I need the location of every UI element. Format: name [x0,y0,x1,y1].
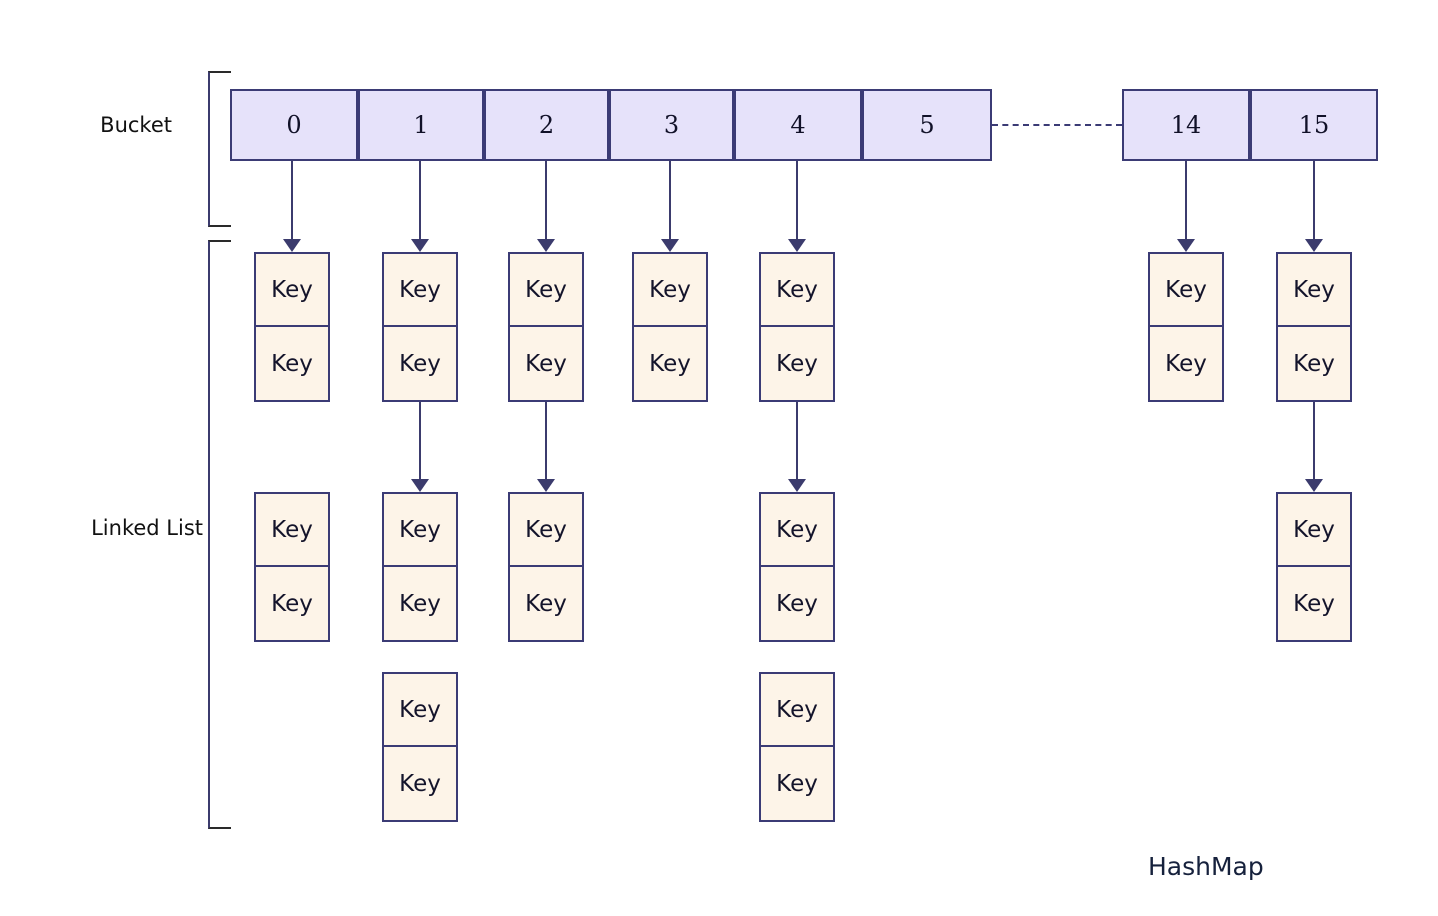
bucket-cell-1[interactable]: 1 [358,89,484,161]
bucket-cell-label: 3 [663,111,680,139]
linked-list-bracket [208,240,231,829]
bucket-4-head-arrow-line [796,161,798,241]
key-cell: Key [384,674,456,747]
linked-list-section-label: Linked List [91,516,203,540]
bucket-0-head-arrow-line [291,161,293,241]
bucket-1-head-arrow-arrowhead [411,239,429,252]
key-cell: Key [399,770,441,797]
key-cell: Key [1165,350,1207,377]
bucket-3-head-arrow-line [669,161,671,241]
key-cell: Key [649,350,691,377]
key-cell: Key [1293,590,1335,617]
key-cell: Key [384,494,456,567]
key-cell: Key [510,494,582,567]
key-cell: Key [384,254,456,327]
bucket-cell-label: 0 [286,111,302,139]
bucket-cell-label: 15 [1298,111,1330,139]
bucket-4-link-arrow-0-line [796,402,798,481]
bucket-cell-4[interactable]: 4 [734,89,862,161]
bucket-14-head-arrow-arrowhead [1177,239,1195,252]
key-cell: Key [525,350,567,377]
bucket-1-link-arrow-0-arrowhead [411,479,429,492]
bucket-cell-label: 14 [1170,111,1202,139]
bucket-cell-5[interactable]: 5 [862,89,992,161]
key-cell: Key [271,590,313,617]
bucket-2-link-arrow-0-line [545,402,547,481]
bucket-15-link-arrow-0-line [1313,402,1315,481]
key-cell: Key [1150,254,1222,327]
key-cell: Key [1278,494,1350,567]
bucket-cell-2[interactable]: 2 [484,89,609,161]
bucket-cell-label: 2 [538,111,555,139]
bucket-cell-0[interactable]: 0 [230,89,358,161]
bucket-cell-label: 5 [919,111,935,139]
bucket-cell-15[interactable]: 15 [1250,89,1378,161]
bucket-15-link-arrow-0-arrowhead [1305,479,1323,492]
hashmap-caption: HashMap [1148,852,1264,881]
bucket-1-link-arrow-0-line [419,402,421,481]
key-cell: Key [776,350,818,377]
bucket-section-label: Bucket [100,113,172,137]
bucket-3-head-arrow-arrowhead [661,239,679,252]
key-cell: Key [256,254,328,327]
bucket-2-link-arrow-0-arrowhead [537,479,555,492]
key-cell: Key [1293,350,1335,377]
bucket-14-head-arrow-line [1185,161,1187,241]
bucket-4-head-arrow-arrowhead [788,239,806,252]
bucket-15-head-arrow-line [1313,161,1315,241]
key-cell: Key [256,494,328,567]
key-cell: Key [776,770,818,797]
key-cell: Key [399,350,441,377]
key-cell: Key [399,590,441,617]
bucket-1-head-arrow-line [419,161,421,241]
bucket-cell-label: 1 [413,111,429,139]
key-cell: Key [1278,254,1350,327]
bucket-2-head-arrow-line [545,161,547,241]
bucket-4-link-arrow-0-arrowhead [788,479,806,492]
key-cell: Key [776,590,818,617]
key-cell: Key [510,254,582,327]
bucket-bracket [208,71,231,227]
bucket-cell-14[interactable]: 14 [1122,89,1250,161]
bucket-15-head-arrow-arrowhead [1305,239,1323,252]
bucket-2-head-arrow-arrowhead [537,239,555,252]
key-cell: Key [525,590,567,617]
key-cell: Key [761,254,833,327]
key-cell: Key [271,350,313,377]
key-cell: Key [761,494,833,567]
bucket-cell-3[interactable]: 3 [609,89,734,161]
key-cell: Key [761,674,833,747]
key-cell: Key [634,254,706,327]
bucket-cell-label: 4 [790,111,806,139]
bucket-0-head-arrow-arrowhead [283,239,301,252]
bucket-gap-dashed-line [992,124,1122,126]
